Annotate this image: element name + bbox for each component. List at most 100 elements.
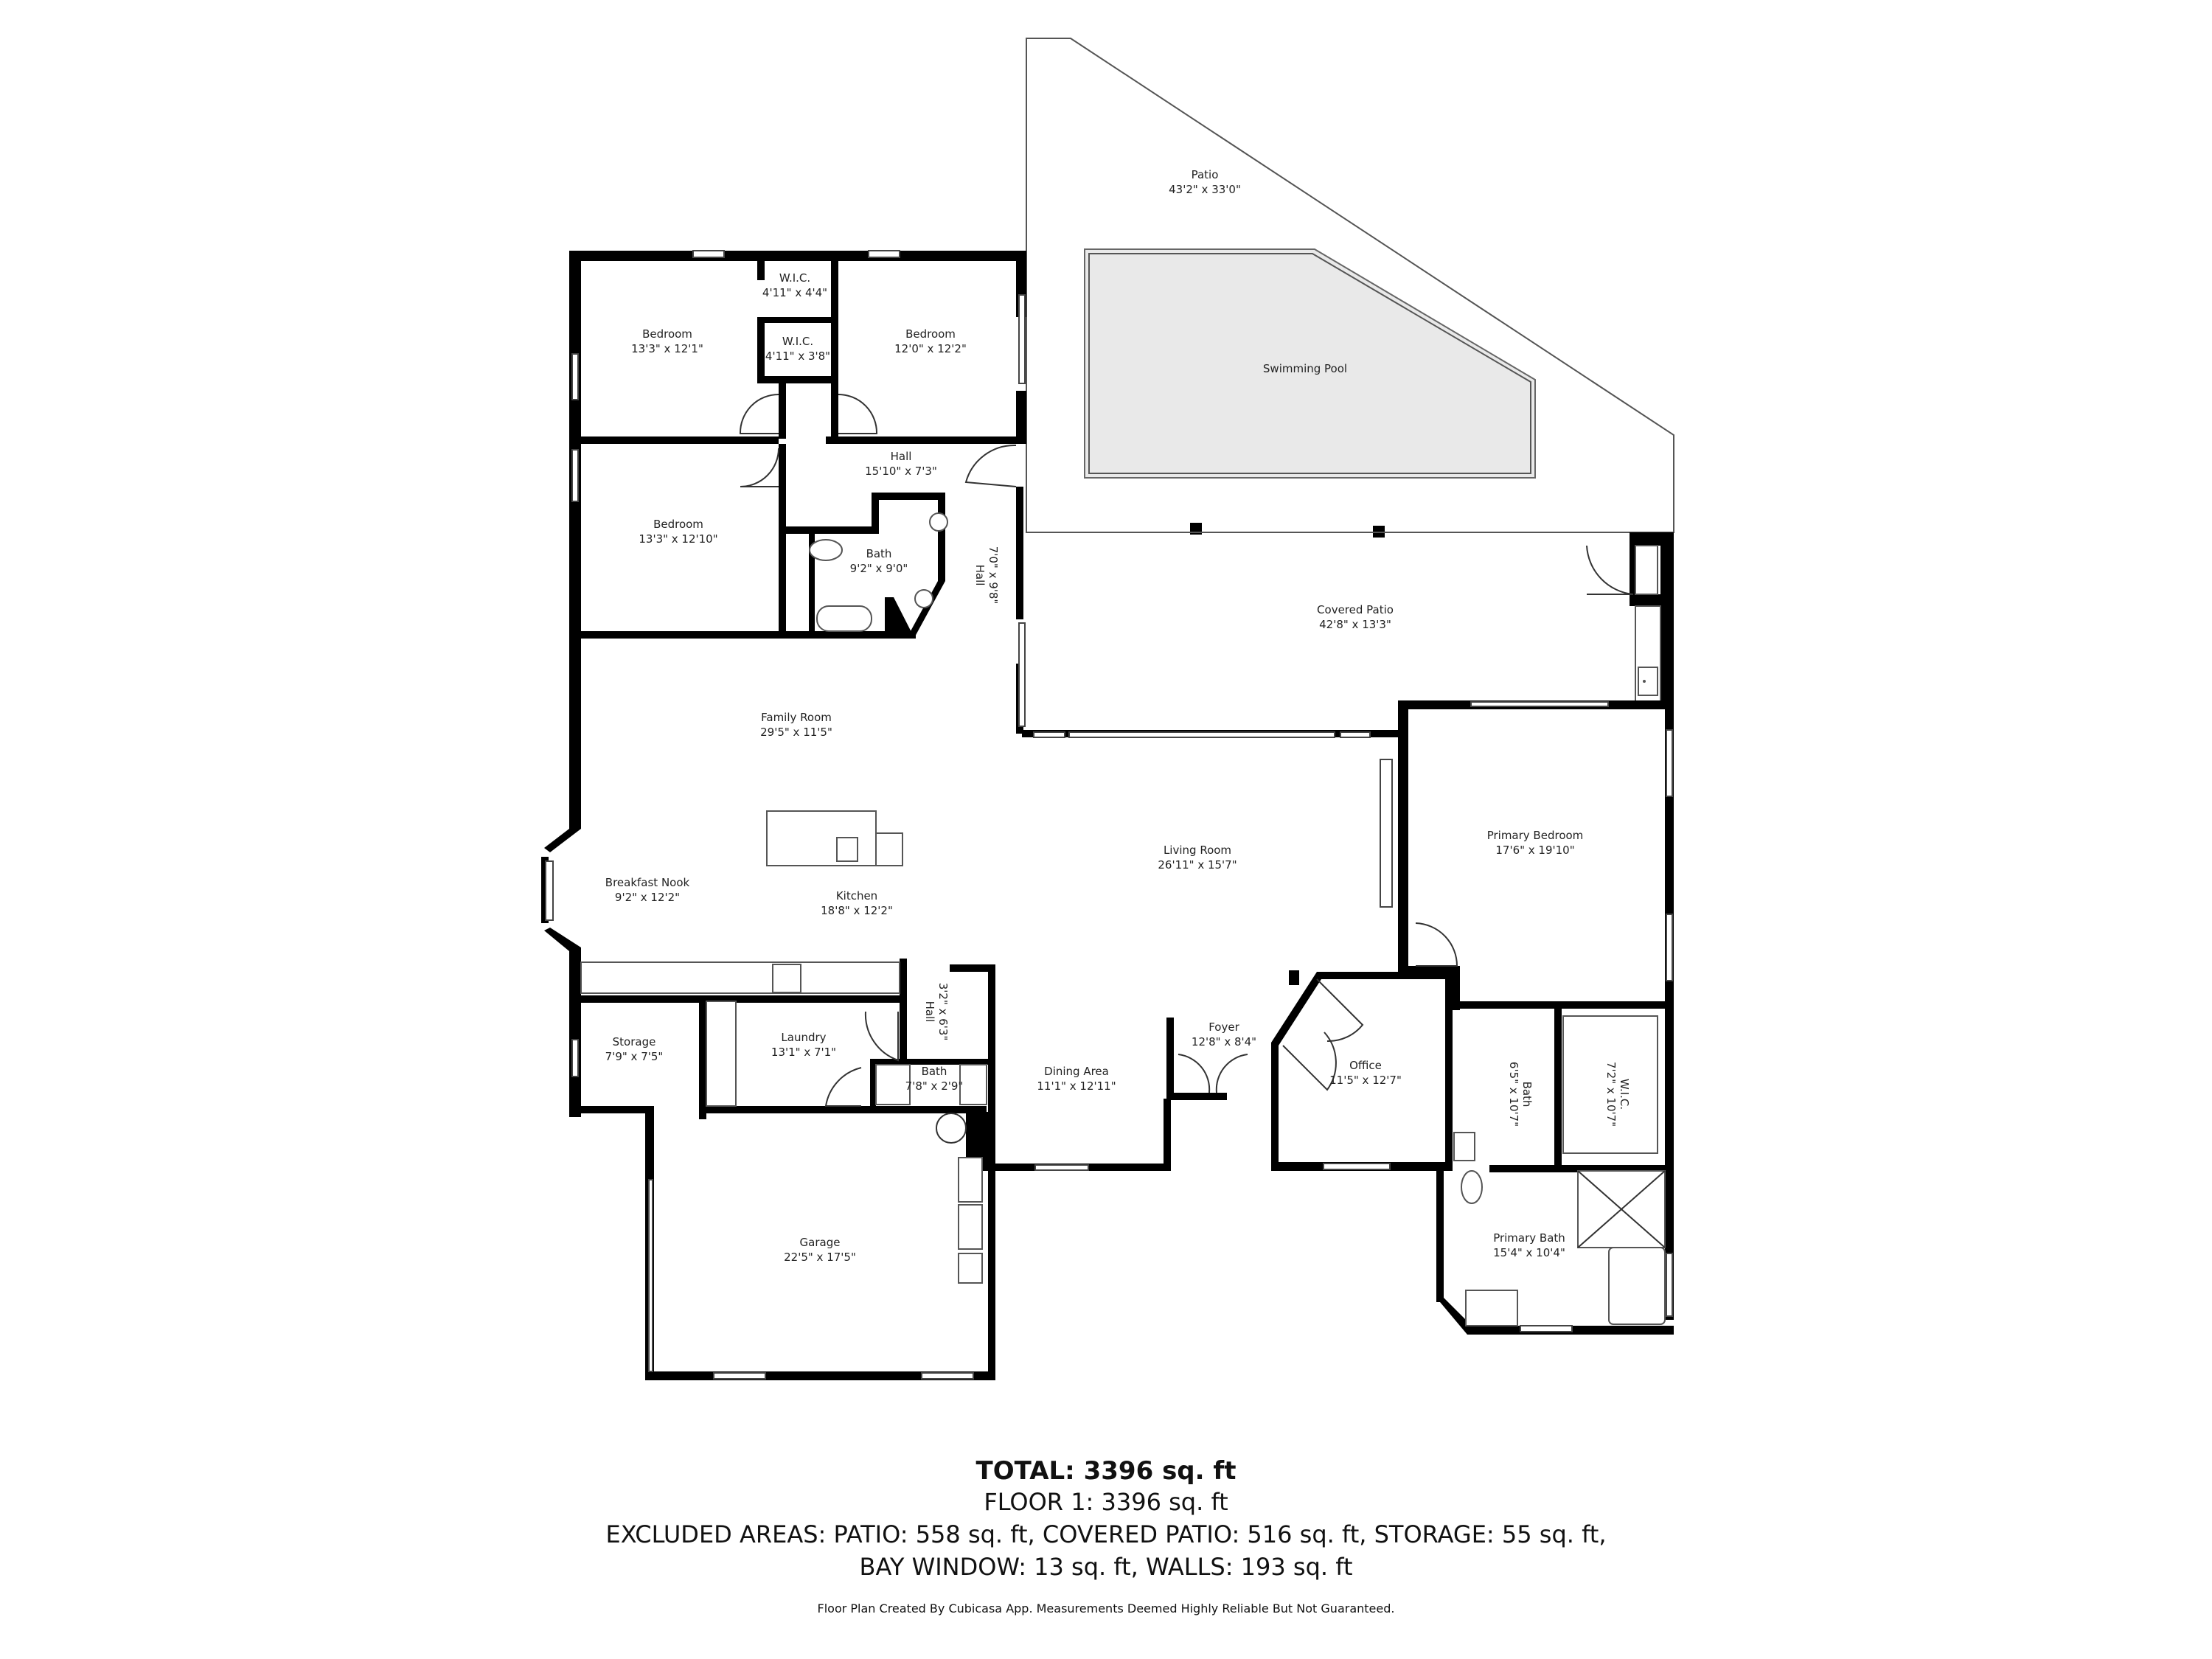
room-bath-1: Bath 9'2" x 9'0": [850, 547, 908, 575]
svg-text:Bath: Bath: [1520, 1082, 1534, 1107]
svg-text:15'10" x 7'3": 15'10" x 7'3": [865, 465, 937, 478]
svg-text:Bedroom: Bedroom: [905, 327, 956, 341]
room-patio: Patio 43'2" x 33'0": [1169, 168, 1241, 196]
svg-text:18'8" x 12'2": 18'8" x 12'2": [821, 904, 893, 917]
fixtures: [580, 512, 1666, 1326]
room-labels: Patio 43'2" x 33'0" Swimming Pool Bedroom…: [605, 168, 1631, 1264]
walls: [541, 251, 1674, 1380]
room-covered-patio: Covered Patio 42'8" x 13'3": [1317, 603, 1394, 631]
svg-text:43'2" x 33'0": 43'2" x 33'0": [1169, 183, 1241, 196]
bathtub: [816, 605, 872, 632]
svg-text:26'11" x 15'7": 26'11" x 15'7": [1158, 858, 1237, 872]
svg-text:7'8" x 2'9": 7'8" x 2'9": [905, 1079, 964, 1093]
svg-text:Garage: Garage: [800, 1236, 841, 1249]
kitchen-counter: [580, 961, 900, 994]
svg-text:13'1" x 7'1": 13'1" x 7'1": [771, 1046, 836, 1059]
room-primary-bedroom: Primary Bedroom 17'6" x 19'10": [1487, 829, 1584, 857]
svg-text:Bedroom: Bedroom: [653, 518, 703, 531]
svg-text:Bath: Bath: [922, 1065, 947, 1078]
svg-text:4'11" x 4'4": 4'11" x 4'4": [762, 286, 827, 299]
svg-text:Family Room: Family Room: [761, 711, 832, 724]
room-office: Office 11'5" x 12'7": [1329, 1059, 1402, 1087]
svg-text:Patio: Patio: [1192, 168, 1219, 181]
svg-text:42'8" x 13'3": 42'8" x 13'3": [1319, 618, 1391, 631]
svg-text:4'11" x 3'8": 4'11" x 3'8": [765, 349, 830, 363]
svg-text:11'1" x 12'11": 11'1" x 12'11": [1037, 1079, 1116, 1093]
svg-text:Laundry: Laundry: [781, 1031, 826, 1044]
windows: [545, 250, 1673, 1380]
svg-text:Primary Bath: Primary Bath: [1493, 1231, 1565, 1245]
svg-text:Hall: Hall: [923, 1001, 936, 1023]
svg-text:13'3" x 12'10": 13'3" x 12'10": [639, 532, 717, 546]
room-wic-1: W.I.C.4'11" x 4'4": [762, 271, 827, 299]
svg-text:Bedroom: Bedroom: [642, 327, 692, 341]
svg-text:3'2" x 6'3": 3'2" x 6'3": [936, 983, 950, 1041]
sink: [929, 512, 948, 532]
svg-text:Bath: Bath: [866, 547, 892, 560]
svg-text:W.I.C.: W.I.C.: [782, 335, 813, 348]
svg-text:Storage: Storage: [613, 1035, 656, 1048]
svg-text:W.I.C.: W.I.C.: [1618, 1079, 1631, 1110]
swimming-pool: [1084, 248, 1536, 479]
floor-1-area: FLOOR 1: 3396 sq. ft: [984, 1488, 1228, 1516]
svg-text:15'4" x 10'4": 15'4" x 10'4": [1493, 1246, 1565, 1259]
total-area: TOTAL: 3396 sq. ft: [975, 1456, 1237, 1486]
svg-text:12'0" x 12'2": 12'0" x 12'2": [894, 342, 967, 355]
room-wic-3: W.I.C.7'2" x 10'7": [1604, 1062, 1631, 1127]
svg-text:Foyer: Foyer: [1208, 1020, 1239, 1034]
svg-text:Dining Area: Dining Area: [1044, 1065, 1109, 1078]
excluded-areas-line-2: BAY WINDOW: 13 sq. ft, WALLS: 193 sq. ft: [859, 1553, 1353, 1581]
svg-text:Primary Bedroom: Primary Bedroom: [1487, 829, 1584, 842]
room-swimming-pool: Swimming Pool: [1263, 362, 1347, 375]
svg-text:9'2" x 9'0": 9'2" x 9'0": [850, 562, 908, 575]
toilet: [809, 539, 843, 561]
svg-text:7'0" x 9'8": 7'0" x 9'8": [987, 546, 1000, 605]
island-sink: [836, 837, 858, 862]
room-family-room: Family Room 29'5" x 11'5": [760, 711, 832, 739]
svg-text:29'5" x 11'5": 29'5" x 11'5": [760, 726, 832, 739]
svg-text:7'9" x 7'5": 7'9" x 7'5": [605, 1050, 664, 1063]
closet: [1562, 1015, 1658, 1154]
svg-text:11'5" x 12'7": 11'5" x 12'7": [1329, 1074, 1402, 1087]
covered-patio-area: [1026, 532, 1674, 703]
svg-text:17'6" x 19'10": 17'6" x 19'10": [1495, 844, 1574, 857]
vanity: [1453, 1132, 1475, 1161]
room-wic-2: W.I.C.4'11" x 3'8": [765, 335, 830, 363]
kitchen-island: [766, 810, 877, 866]
room-breakfast-nook: Breakfast Nook 9'2" x 12'2": [605, 876, 690, 904]
svg-text:Kitchen: Kitchen: [836, 889, 877, 902]
svg-text:9'2" x 12'2": 9'2" x 12'2": [615, 891, 680, 904]
svg-text:Breakfast Nook: Breakfast Nook: [605, 876, 690, 889]
svg-text:7'2" x 10'7": 7'2" x 10'7": [1604, 1062, 1618, 1127]
room-kitchen: Kitchen 18'8" x 12'2": [821, 889, 893, 917]
stove: [772, 964, 801, 993]
svg-text:Hall: Hall: [891, 450, 912, 463]
bathtub: [1608, 1247, 1666, 1325]
svg-text:13'3" x 12'1": 13'3" x 12'1": [631, 342, 703, 355]
laundry-counter: [706, 1001, 737, 1107]
disclaimer: Floor Plan Created By Cubicasa App. Meas…: [817, 1601, 1395, 1615]
svg-text:Office: Office: [1349, 1059, 1382, 1072]
svg-text:Hall: Hall: [973, 565, 987, 586]
excluded-areas-line-1: EXCLUDED AREAS: PATIO: 558 sq. ft, COVER…: [605, 1520, 1607, 1548]
svg-text:Living Room: Living Room: [1164, 844, 1231, 857]
svg-text:12'8" x 8'4": 12'8" x 8'4": [1192, 1035, 1256, 1048]
doors: [739, 394, 1458, 1144]
room-storage: Storage 7'9" x 7'5": [605, 1035, 664, 1063]
svg-text:6'5" x 10'7": 6'5" x 10'7": [1507, 1062, 1520, 1127]
svg-text:Covered Patio: Covered Patio: [1317, 603, 1394, 616]
svg-text:W.I.C.: W.I.C.: [779, 271, 810, 285]
